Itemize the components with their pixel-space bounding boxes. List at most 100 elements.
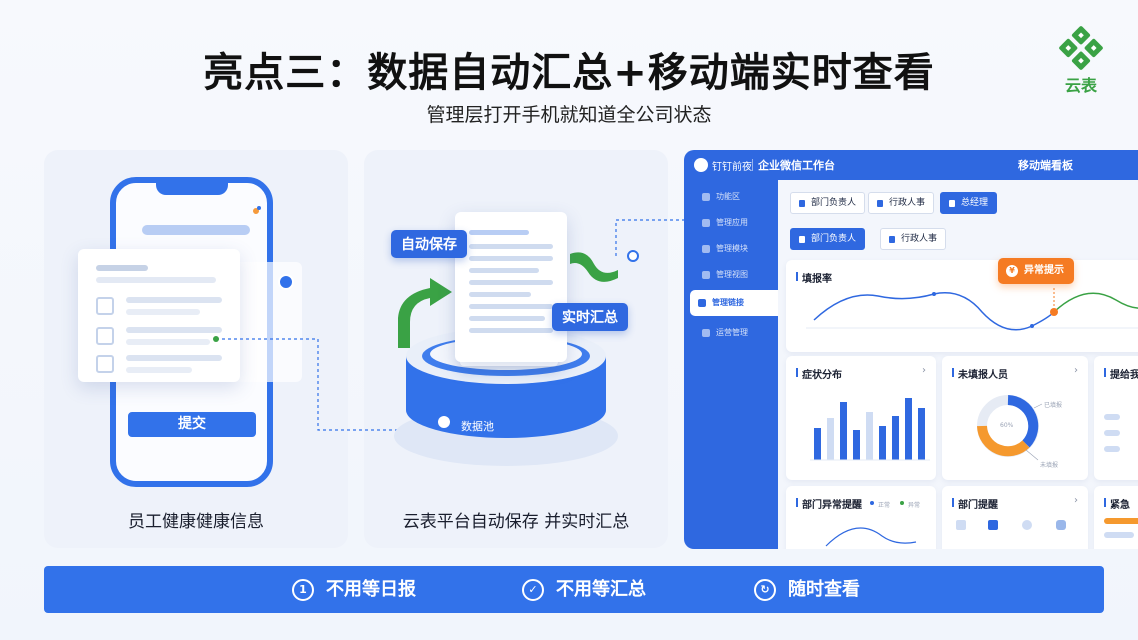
donut-legend-filled: 已填报 [1044,402,1063,409]
sidebar-item[interactable]: 管理视图 [694,266,776,284]
form-line [126,297,222,303]
yunbiao-logo: 云表 [1058,26,1104,95]
platform-caption: 云表平台自动保存 并实时汇总 [402,512,630,532]
unfilled-title: 未填报人员 [952,366,1008,381]
tab-hr-admin[interactable]: 行政人事 [868,192,935,214]
sidebar-item[interactable]: 管理应用 [694,214,776,232]
fill-rate-line-chart [806,288,1138,331]
page-title: 亮点三：数据自动汇总+移动端实时查看 [203,50,935,96]
topbar-divider [752,159,753,171]
check-circle-icon: ✓ [522,579,544,601]
doc-line [469,328,553,333]
logo-icon [1059,26,1103,70]
donut-center-label: 60% [1000,422,1014,429]
form-subheading [96,277,216,283]
dept-alert-line-chart [825,501,917,547]
doc-line [469,256,553,261]
pill [1104,446,1120,452]
symptom-card: 症状分布 › [786,356,936,480]
form-checkbox[interactable] [96,297,114,315]
doc-line [469,244,553,249]
dashboard-board-name: 移动端看板 [1018,159,1073,172]
alert-badge[interactable]: 异常提示 [998,258,1074,284]
doc-line [469,268,539,273]
filter-hr-admin[interactable]: 行政人事 [880,228,947,250]
form-line [126,355,222,361]
cloud-icon [1056,520,1066,530]
refresh-circle-icon: ↻ [754,579,776,601]
doc-line [469,292,531,297]
benefit-view-anytime: ↻ 随时查看 [754,578,860,602]
realtime-summary-badge: 实时汇总 [552,303,628,331]
doc-line [469,316,545,321]
mobile-dashboard: 钉钉前夜 企业微信工作台 移动端看板 功能区 管理应用 管理模块 管理视图 管理… [684,150,1138,549]
document-icon [956,520,966,530]
unfilled-donut-chart [977,395,1043,461]
form-line [126,367,192,373]
dashboard-app-name: 企业微信工作台 [758,159,835,172]
pill [1104,430,1120,436]
doc-line [469,304,553,309]
form-checkbox[interactable] [96,355,114,373]
sidebar-item-active[interactable]: 管理链接 [690,290,778,316]
upload-arrow-icon [398,278,452,348]
dept-remind-card: 部门提醒 › [942,486,1088,549]
folder-icon [988,520,998,530]
form-line [126,339,210,345]
user-avatar-icon [278,274,294,290]
health-form-card [78,249,240,382]
benefit-no-summary: ✓ 不用等汇总 [522,578,646,602]
dingtalk-logo-icon [694,158,708,172]
phone-header-bar [142,225,250,235]
form-line [126,327,222,333]
form-heading [96,265,148,271]
fill-rate-title: 填报率 [796,270,832,285]
unfilled-card: 未填报人员 › 60% 已填报 未填报 [942,356,1088,480]
chevron-right-icon[interactable]: › [1074,495,1078,506]
dashboard-brand: 钉钉前夜 [712,162,752,173]
urgent-card-title: 紧急 [1104,496,1130,511]
logo-text: 云表 [1064,76,1097,95]
legend-abnormal: 异常 [908,502,921,509]
chevron-right-icon[interactable]: › [1074,365,1078,376]
chevron-right-icon[interactable]: › [922,365,926,376]
benefit-no-daily-report: 1 不用等日报 [292,578,416,602]
tab-general-manager[interactable]: 总经理 [940,192,998,214]
third-card-title: 提给我 [1104,366,1138,381]
sidebar-item[interactable]: 管理模块 [694,240,776,258]
benefit-footer: 1 不用等日报 ✓ 不用等汇总 ↻ 随时查看 [44,566,1104,613]
submit-button[interactable]: 提交 [128,412,256,437]
legend-normal: 正常 [878,502,891,509]
auto-save-badge: 自动保存 [391,230,467,258]
benefit-label-2: 不用等汇总 [556,579,646,600]
fill-rate-card: 填报率 [786,260,1138,352]
dept-remind-title: 部门提醒 [952,496,998,511]
form-line [126,309,200,315]
tab-dept-head[interactable]: 部门负责人 [790,192,866,214]
symptom-bar-chart [810,398,930,461]
sidebar-item[interactable]: 功能区 [694,188,776,206]
third-card: 提给我 [1094,356,1138,480]
dashboard-main: 部门负责人 行政人事 总经理 部门负责人 行政人事 填报率 异常提示 症状分布 … [778,180,1138,549]
dept-alert-title: 部门异常提醒 [796,496,862,511]
document-front [455,212,567,362]
urgent-card: 紧急 [1094,486,1138,549]
symptom-title: 症状分布 [796,366,842,381]
sidebar-item[interactable]: 运营管理 [694,324,776,342]
urgent-bar [1104,532,1134,538]
sync-wave-icon [570,252,618,282]
doc-line [469,280,553,285]
benefit-label-3: 随时查看 [788,579,860,600]
urgent-bar [1104,518,1138,524]
filter-dept-head[interactable]: 部门负责人 [790,228,866,250]
chart-icon [1022,520,1032,530]
form-checkbox[interactable] [96,327,114,345]
dashboard-topbar: 钉钉前夜 企业微信工作台 移动端看板 [684,150,1138,180]
donut-legend-unfilled: 未填报 [1040,462,1059,469]
benefit-label-1: 不用等日报 [326,579,416,600]
doc-line [469,230,529,235]
dept-alert-card: 部门异常提醒 正常 异常 [786,486,936,549]
number-one-icon: 1 [292,579,314,601]
data-pool-label: 数据池 [461,420,494,433]
